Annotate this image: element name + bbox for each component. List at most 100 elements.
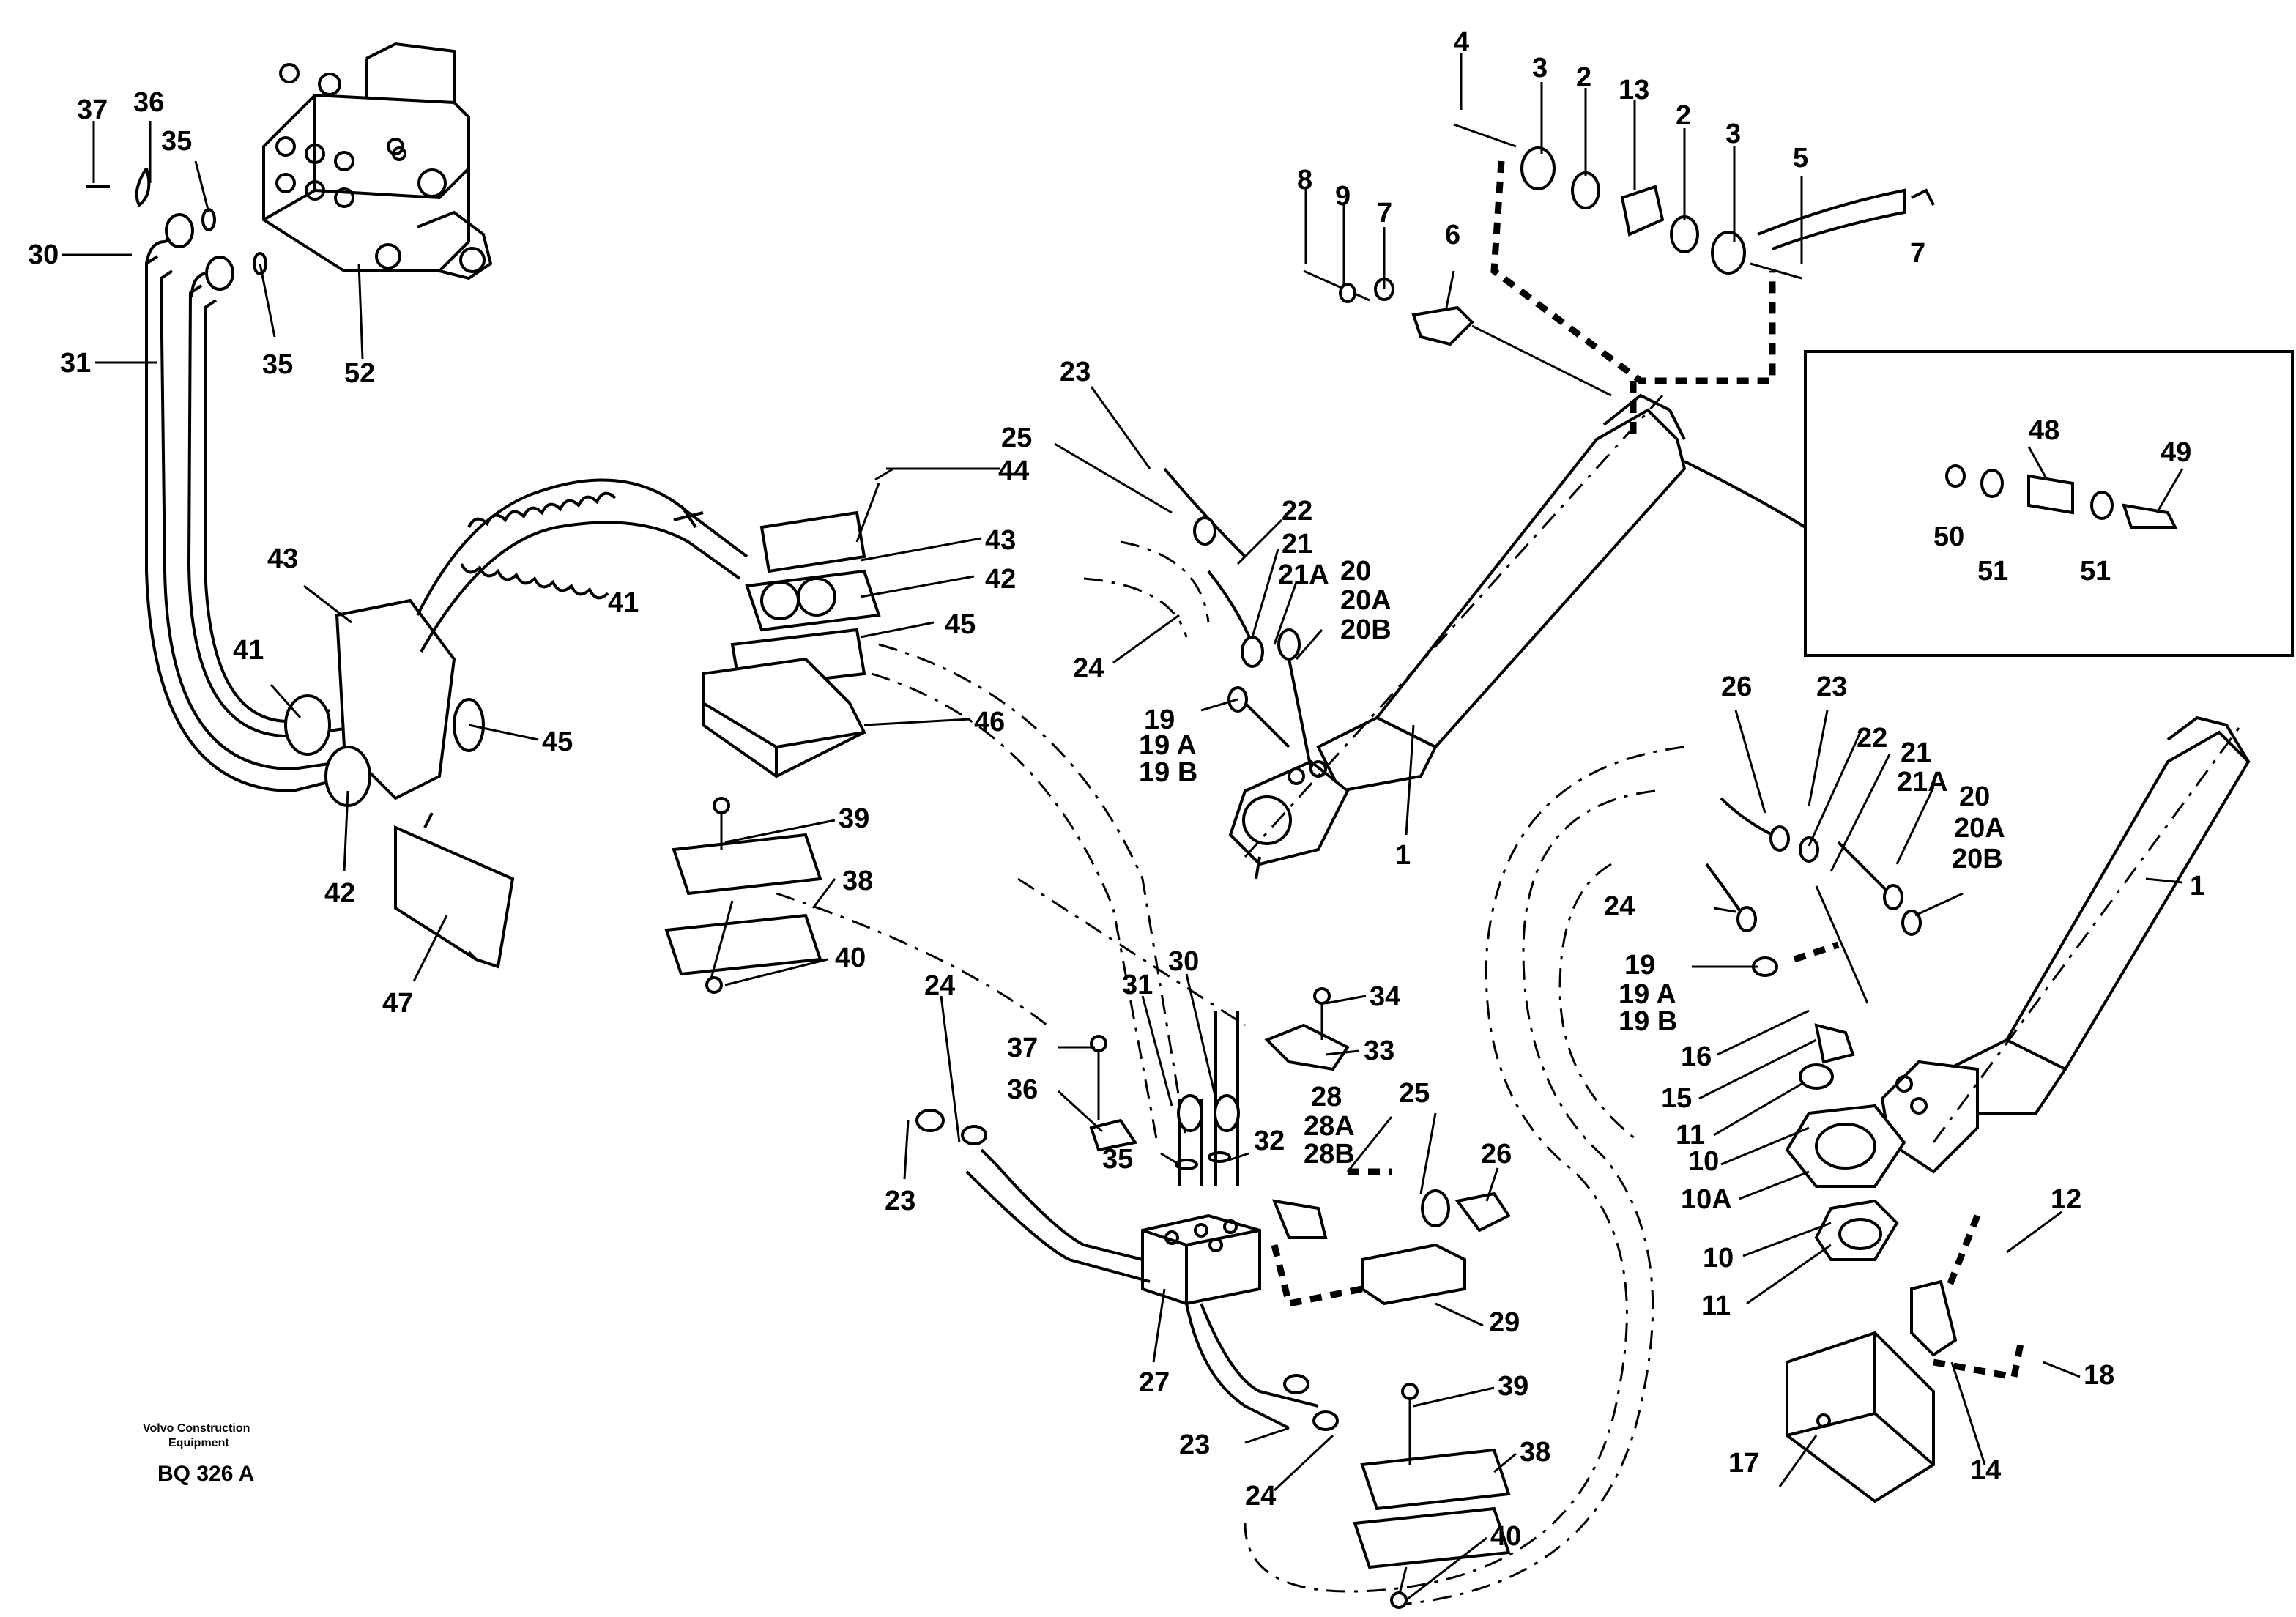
label-45: 45: [542, 726, 573, 757]
label-43: 43: [267, 543, 298, 574]
label-43: 43: [985, 525, 1016, 556]
label-21: 21: [1901, 737, 1931, 768]
label-30: 30: [28, 239, 59, 270]
label-19B: 19 B: [1139, 757, 1197, 788]
bracket-33: [1264, 987, 1350, 1071]
label-17: 17: [1728, 1448, 1759, 1479]
hose-bundle-upper: [416, 478, 748, 653]
label-29: 29: [1489, 1307, 1520, 1338]
label-37: 37: [1007, 1033, 1038, 1063]
label-15: 15: [1661, 1083, 1692, 1114]
callout-labels: 4 3 2 13 2 3 5 7 8 9 7 6 37 36 35 30 31 …: [28, 27, 2205, 1552]
label-13: 13: [1619, 75, 1649, 105]
label-20B: 20B: [1952, 844, 2003, 874]
label-22: 22: [1282, 496, 1312, 527]
label-20: 20: [1959, 781, 1990, 812]
label-2: 2: [1576, 62, 1591, 93]
label-10A: 10A: [1681, 1184, 1732, 1215]
label-10: 10: [1688, 1146, 1719, 1177]
label-19: 19: [1144, 705, 1175, 735]
label-46: 46: [974, 707, 1005, 737]
label-42: 42: [324, 878, 355, 909]
label-28A: 28A: [1304, 1111, 1355, 1142]
label-33: 33: [1364, 1036, 1394, 1066]
label-40: 40: [1490, 1521, 1521, 1552]
label-26: 26: [1481, 1139, 1512, 1170]
label-1: 1: [2190, 871, 2205, 902]
label-21: 21: [1282, 529, 1312, 560]
label-49: 49: [2161, 437, 2191, 468]
clamp-38-lower: [1353, 1383, 1511, 1609]
label-20A: 20A: [1954, 813, 2005, 844]
label-51: 51: [1977, 556, 2008, 587]
label-31: 31: [1122, 970, 1153, 1000]
label-52: 52: [344, 358, 375, 389]
label-10: 10: [1703, 1243, 1734, 1274]
label-25: 25: [1399, 1078, 1430, 1109]
label-50: 50: [1933, 521, 1964, 552]
label-23: 23: [1816, 672, 1847, 702]
label-48: 48: [2029, 415, 2059, 446]
label-30: 30: [1168, 946, 1199, 977]
label-19: 19: [1624, 950, 1655, 981]
label-9: 9: [1335, 181, 1351, 212]
label-23: 23: [1179, 1430, 1210, 1460]
label-16: 16: [1681, 1041, 1712, 1072]
distribution-block: [915, 1011, 1511, 1431]
label-35: 35: [161, 126, 192, 157]
label-2: 2: [1676, 100, 1691, 131]
label-34: 34: [1370, 981, 1400, 1012]
hose-run-center: [871, 540, 1246, 1143]
maker-subtitle: Equipment: [168, 1437, 229, 1449]
control-valve: [262, 42, 493, 280]
label-23: 23: [1060, 357, 1091, 387]
label-47: 47: [382, 988, 413, 1019]
label-21A: 21A: [1278, 560, 1329, 590]
lower-right-fittings: [1705, 797, 1922, 1004]
label-4: 4: [1454, 27, 1469, 58]
drawing-caption: Volvo Construction Equipment BQ 326 A: [143, 1422, 254, 1486]
label-35: 35: [1102, 1144, 1133, 1175]
label-27: 27: [1139, 1367, 1170, 1398]
inset-box: [1684, 350, 2294, 657]
label-11: 11: [1701, 1290, 1731, 1321]
label-24: 24: [1604, 891, 1635, 922]
label-24: 24: [1245, 1481, 1276, 1512]
pin-6: [1303, 270, 1612, 397]
label-37: 37: [77, 94, 108, 125]
hoses-30-31: [86, 167, 352, 793]
label-12: 12: [2051, 1184, 2081, 1215]
label-20A: 20A: [1340, 585, 1392, 616]
label-36: 36: [1007, 1074, 1038, 1105]
label-23: 23: [885, 1186, 915, 1216]
label-25: 25: [1001, 423, 1032, 453]
label-39: 39: [839, 803, 869, 834]
label-6: 6: [1445, 220, 1460, 250]
label-28B: 28B: [1304, 1139, 1355, 1170]
drawing-code: BQ 326 A: [157, 1462, 254, 1486]
label-18: 18: [2084, 1360, 2114, 1391]
label-3: 3: [1532, 53, 1548, 83]
maker-name: Volvo Construction: [143, 1422, 250, 1435]
label-24: 24: [1073, 653, 1104, 684]
label-19B: 19 B: [1619, 1006, 1677, 1037]
clamp-38-upper: [664, 797, 1048, 1027]
hose-clamp-center: [702, 467, 894, 778]
label-40: 40: [835, 943, 866, 973]
label-5: 5: [1793, 143, 1808, 174]
label-11: 11: [1676, 1120, 1705, 1151]
cylinder-lower: [1785, 715, 2251, 1503]
label-24: 24: [924, 970, 955, 1001]
label-21A: 21A: [1897, 767, 1948, 798]
label-36: 36: [133, 87, 164, 118]
clip-36: [1089, 1035, 1138, 1152]
hose-loop-right: [1244, 746, 1685, 1605]
pin-assembly: [1453, 123, 1935, 439]
label-44: 44: [998, 456, 1029, 486]
label-31: 31: [60, 348, 91, 379]
label-28: 28: [1311, 1082, 1342, 1112]
label-32: 32: [1254, 1126, 1285, 1156]
label-41: 41: [608, 587, 639, 618]
upper-fittings: [1163, 467, 1312, 770]
